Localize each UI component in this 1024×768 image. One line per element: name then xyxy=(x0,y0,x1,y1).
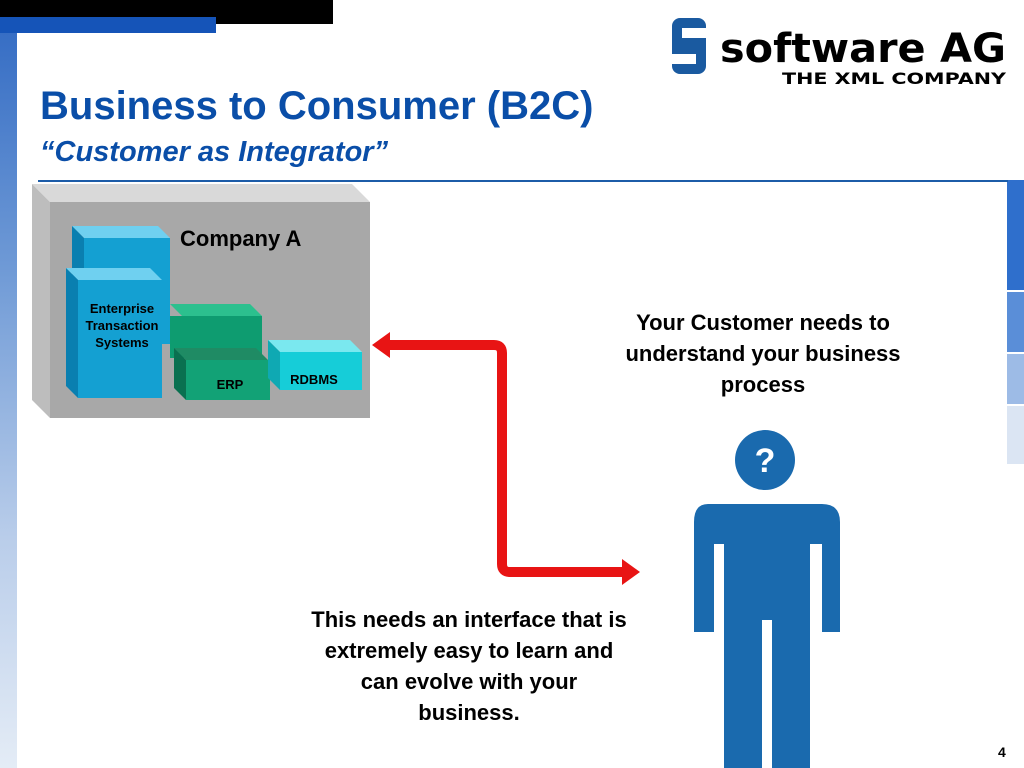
software-ag-logo: software AG THE XML COMPANY xyxy=(672,18,1007,88)
arrowhead-left-icon xyxy=(372,332,390,358)
question-mark: ? xyxy=(755,442,776,480)
slide-title: Business to Consumer (B2C) xyxy=(40,84,594,128)
interface-note: This needs an interface that is extremel… xyxy=(311,607,627,725)
logo-tagline: THE XML COMPANY xyxy=(782,69,1007,88)
erp-label: ERP xyxy=(216,377,244,392)
interaction-arrow xyxy=(372,332,640,585)
slide-subtitle: “Customer as Integrator” xyxy=(40,136,389,168)
rdbms-label: RDBMS xyxy=(290,372,338,387)
arrowhead-right-icon xyxy=(622,559,640,585)
customer-person-icon: ? xyxy=(694,430,840,768)
s-mark-icon xyxy=(672,18,706,74)
erp-cube xyxy=(174,348,270,400)
logo-brand: software AG xyxy=(720,26,1006,72)
company-a-box xyxy=(32,184,370,418)
left-accent-bar xyxy=(0,0,17,768)
company-label: Company A xyxy=(180,226,302,251)
top-blue-bar xyxy=(0,17,216,33)
rdbms-cube xyxy=(268,340,362,390)
enterprise-systems-label: Enterprise Transaction Systems xyxy=(85,301,159,350)
enterprise-cube xyxy=(66,268,162,398)
page-number: 4 xyxy=(998,744,1006,760)
title-divider xyxy=(38,180,1008,182)
customer-note: Your Customer needs to understand your b… xyxy=(625,310,901,397)
right-accent-bars xyxy=(1007,180,1024,464)
